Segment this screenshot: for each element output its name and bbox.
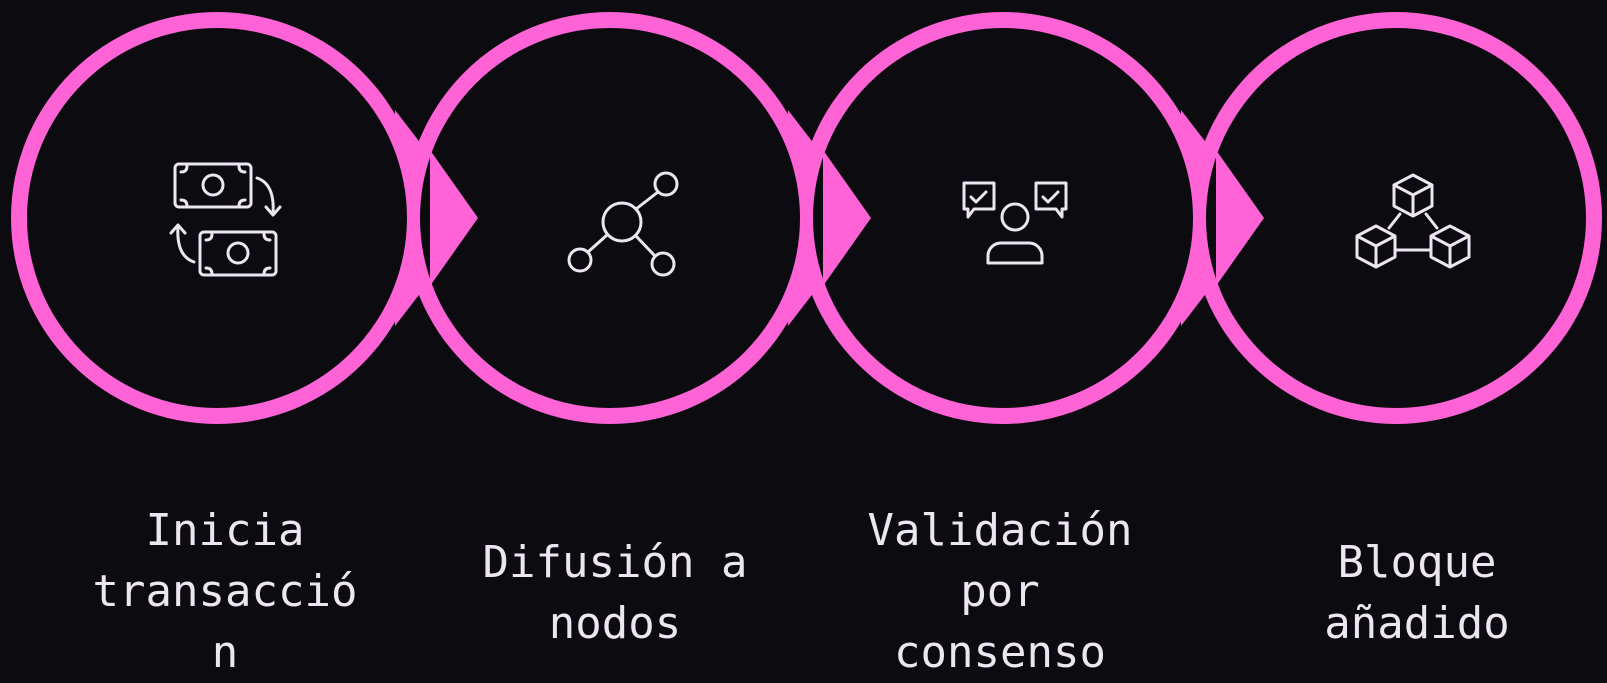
step-4-label-line: añadido xyxy=(1324,598,1510,649)
step-disc-1 xyxy=(27,28,407,408)
arrow-layer xyxy=(430,150,1264,286)
arrow-3-to-4 xyxy=(1216,150,1264,286)
network-nodes-icon xyxy=(567,171,679,277)
consensus-validation-icon xyxy=(962,181,1068,265)
step-disc-2 xyxy=(420,28,800,408)
step-1-label-line: n xyxy=(211,627,239,678)
step-1-label-line: Inicia xyxy=(145,505,305,556)
step-3-label-line: por xyxy=(960,566,1040,617)
step-label-2: Difusión a nodos xyxy=(450,532,780,654)
arrow-2-to-3 xyxy=(823,150,871,286)
step-2-label-line: Difusión a xyxy=(482,537,748,588)
step-4-label-line: Bloque xyxy=(1337,537,1497,588)
step-3-label-line: consenso xyxy=(894,627,1106,678)
arrow-1-to-2 xyxy=(430,150,478,286)
step-3-label-line: Validación xyxy=(867,505,1133,556)
step-label-4: Bloque añadido xyxy=(1252,532,1582,654)
blocks-chain-icon xyxy=(1355,173,1471,269)
step-label-3: Validación por consenso xyxy=(835,500,1165,683)
step-1-label-line: transacció xyxy=(92,566,358,617)
money-exchange-icon xyxy=(169,162,282,277)
step-label-1: Inicia transacció n xyxy=(60,500,390,683)
step-2-label-line: nodos xyxy=(548,598,682,649)
